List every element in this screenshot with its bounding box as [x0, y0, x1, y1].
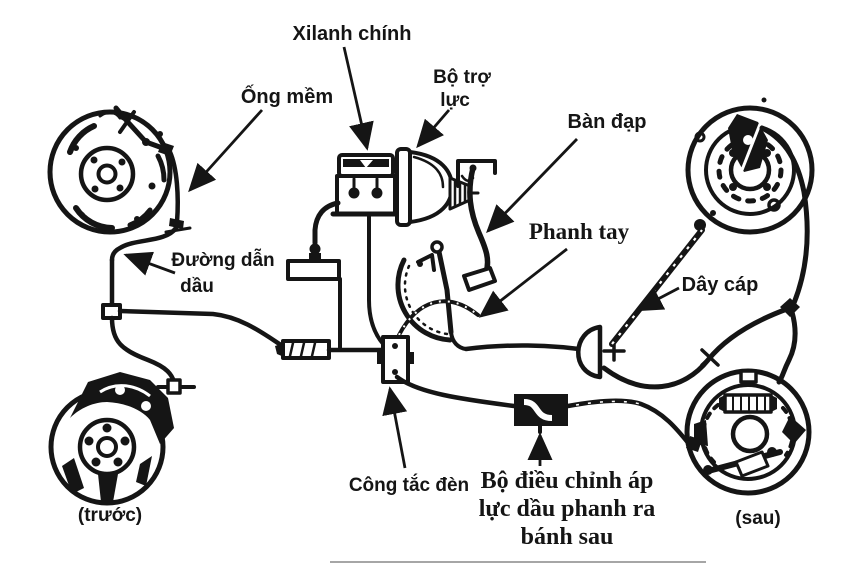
- leader-master-cylinder: [342, 46, 374, 151]
- label-regulator-line3: bánh sau: [521, 524, 614, 550]
- label-light-switch: Công tắc đèn: [349, 474, 469, 496]
- label-master-cylinder: Xilanh chính: [293, 23, 412, 45]
- brake-pedal: [456, 159, 497, 292]
- flexible-hose: [167, 149, 180, 225]
- label-handbrake: Phanh tay: [529, 219, 630, 244]
- ratchet-sector: [395, 257, 453, 343]
- label-booster-line2: lực: [440, 90, 470, 111]
- leader-arrows: [123, 46, 680, 469]
- master-cylinder: [286, 153, 402, 352]
- handbrake-lever: [395, 240, 468, 351]
- leader-light-switch: [382, 386, 408, 469]
- label-front-wheel: (trước): [78, 505, 142, 526]
- label-regulator-line2: lực dầu phanh ra: [479, 496, 655, 522]
- brake-booster: [395, 147, 480, 227]
- leader-pedal: [486, 138, 579, 234]
- brake-caliper: [70, 372, 174, 444]
- leader-oil-line: [123, 251, 176, 276]
- leader-flexible-hose: [188, 109, 264, 193]
- cable-around-drum: [759, 125, 810, 306]
- rotor-spoke: [98, 474, 118, 502]
- pedal-pad: [462, 266, 497, 292]
- front-disc-brake: [48, 372, 174, 506]
- pedal-bracket: [456, 159, 497, 188]
- caliper-fitting: [166, 378, 182, 395]
- label-oil-line-line1: Đường dẫn: [171, 249, 274, 271]
- handbrake-cables: [397, 125, 810, 390]
- pull-rod: [463, 343, 595, 354]
- leader-booster: [416, 109, 451, 149]
- label-pedal: Bàn đạp: [568, 111, 647, 133]
- leader-handbrake: [478, 247, 568, 318]
- pipe-to-rear-drum: [565, 398, 692, 447]
- rear-brake-piping: [377, 335, 702, 452]
- backing-plate-slot: [67, 123, 97, 155]
- mount-bracket: [286, 259, 341, 281]
- label-oil-line-line2: dầu: [180, 276, 214, 297]
- pedal-arm: [467, 165, 491, 275]
- front-left-drum-brake: [47, 105, 174, 235]
- cable-junction: [780, 298, 800, 317]
- label-flexible-hose: Ống mềm: [241, 84, 333, 108]
- cable-equalizer: [576, 324, 603, 380]
- pressure-regulator: [514, 394, 568, 426]
- rear-left-drum-brake: [684, 368, 812, 496]
- leader-cable: [634, 286, 680, 312]
- booster-dome: [408, 150, 454, 224]
- label-rear-wheel: (sau): [735, 508, 780, 529]
- label-regulator-line1: Bộ điều chỉnh áp: [481, 468, 654, 494]
- front-brake-piping: [101, 149, 386, 395]
- label-cable: Dây cáp: [682, 274, 759, 296]
- label-booster-line1: Bộ trợ: [433, 67, 491, 88]
